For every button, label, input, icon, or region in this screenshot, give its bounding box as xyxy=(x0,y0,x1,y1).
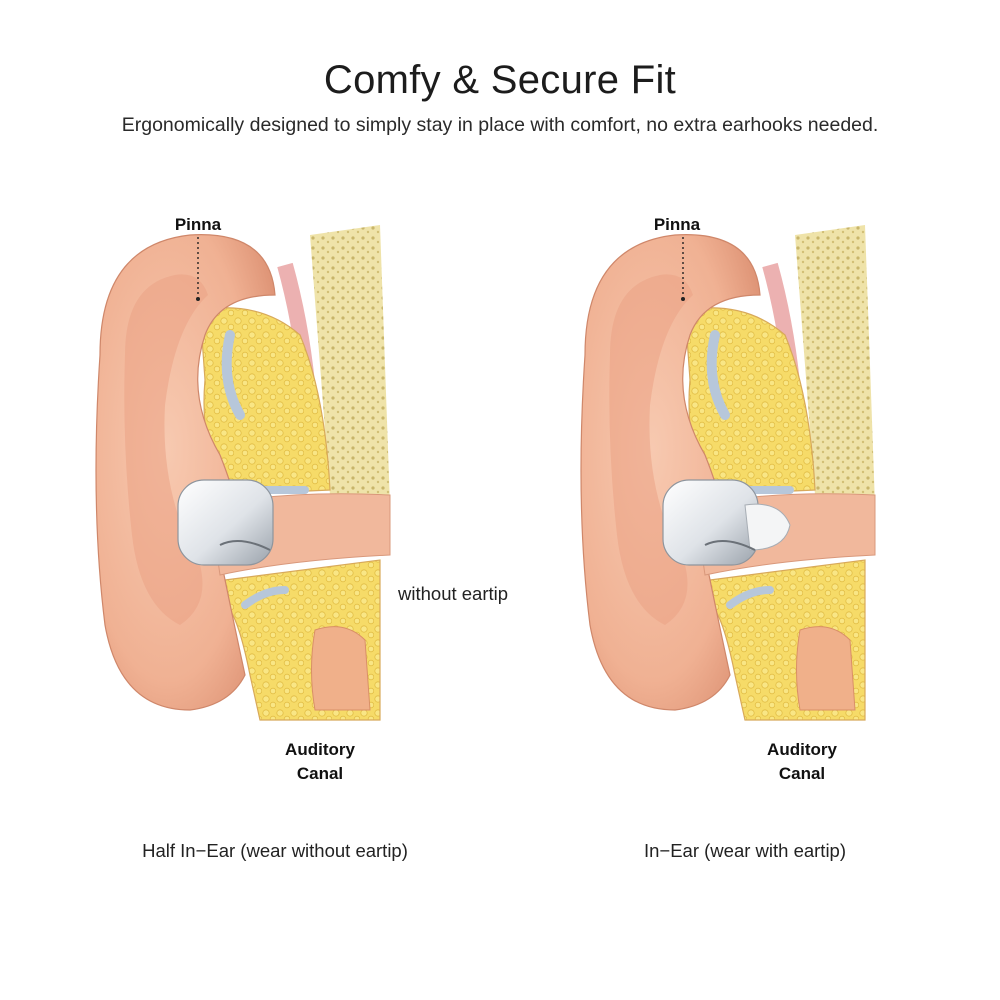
pinna-label: Pinna xyxy=(174,215,222,234)
pinna-label: Pinna xyxy=(653,215,701,234)
half-in-ear-panel: Pinna Auditory Canal xyxy=(80,205,400,805)
earbud-without-eartip xyxy=(177,479,274,566)
auditory-canal-label: Auditory Canal xyxy=(285,740,355,783)
half-in-ear-caption: Half In−Ear (wear without eartip) xyxy=(142,840,408,861)
in-ear-panel: Pinna Auditory Canal xyxy=(565,205,885,805)
page-subtitle: Ergonomically designed to simply stay in… xyxy=(121,114,879,136)
page-title: Comfy & Secure Fit xyxy=(323,58,677,102)
without-eartip-annotation: without eartip xyxy=(398,583,509,604)
earbud-with-eartip xyxy=(662,479,791,566)
ear-cross-section-illustration xyxy=(95,225,391,721)
auditory-canal-label: Auditory Canal xyxy=(767,740,837,783)
ear-cross-section-illustration xyxy=(580,225,876,721)
in-ear-caption: In−Ear (wear with eartip) xyxy=(643,840,847,861)
